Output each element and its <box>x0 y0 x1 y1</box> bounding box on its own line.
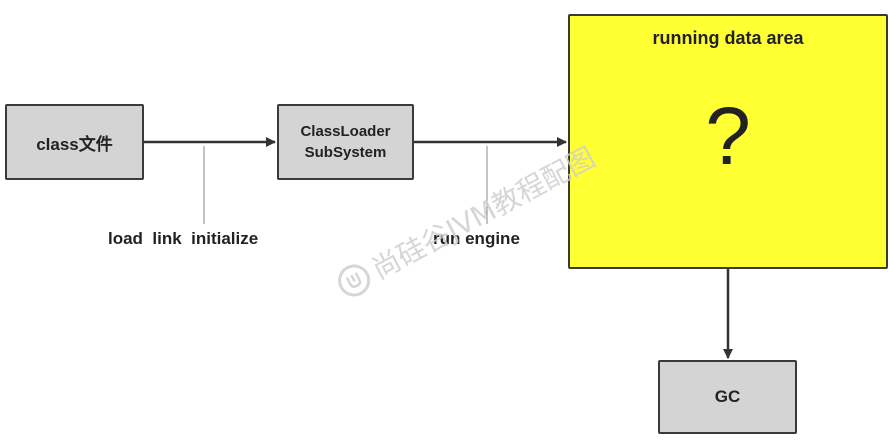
watermark: 尚硅谷JVM教程配图 <box>331 136 602 305</box>
class-loader-label-line1: ClassLoader <box>300 123 391 140</box>
gc-label: GC <box>714 387 741 406</box>
class-file-node: class文件 <box>5 104 144 180</box>
gc-node: GC <box>658 360 797 434</box>
class-file-label: class文件 <box>36 134 113 154</box>
run-engine-label: run engine <box>433 229 520 248</box>
class-loader-label-line2: SubSystem <box>304 144 387 161</box>
class-loader-subsystem-node: ClassLoader SubSystem <box>277 104 414 180</box>
brand-logo-icon <box>332 258 376 303</box>
question-mark: ? <box>705 91 751 182</box>
running-data-area-node: running data area ? <box>568 14 888 269</box>
load-link-initialize-label: load link initialize <box>108 229 259 248</box>
running-data-area-title: running data area <box>652 28 804 48</box>
